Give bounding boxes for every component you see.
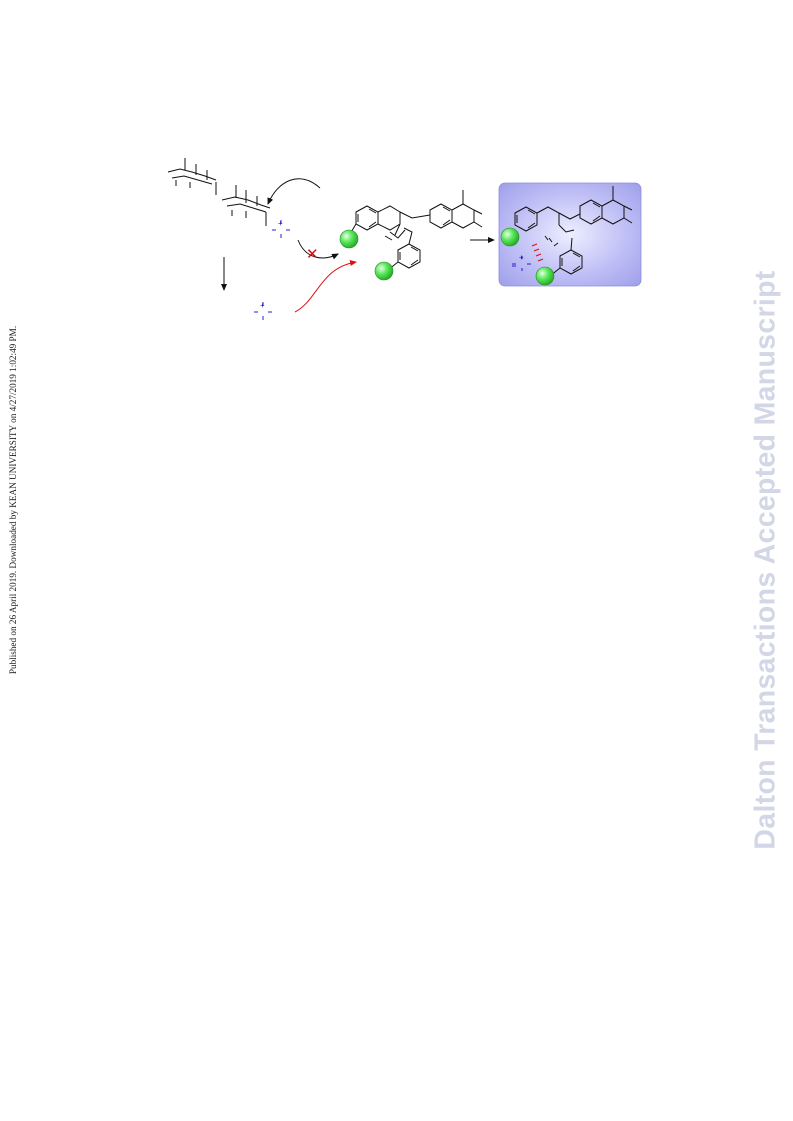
sphere-complex-upper (500, 227, 520, 247)
host-fragment (167, 158, 271, 226)
sphere-complex-lower (535, 266, 555, 286)
sphere-lower (374, 261, 394, 281)
sensor-molecule (349, 190, 483, 271)
ion-box: + (512, 253, 531, 271)
complex-panel: + (498, 182, 642, 287)
blocked-marker: ✕ (306, 245, 319, 263)
blocked-arrow (297, 239, 339, 260)
ion-bottom: + (254, 301, 272, 320)
sphere-upper (339, 229, 359, 249)
binding-arrow (294, 260, 357, 313)
ion-left: + (272, 219, 290, 238)
approach-arrow (267, 178, 321, 205)
